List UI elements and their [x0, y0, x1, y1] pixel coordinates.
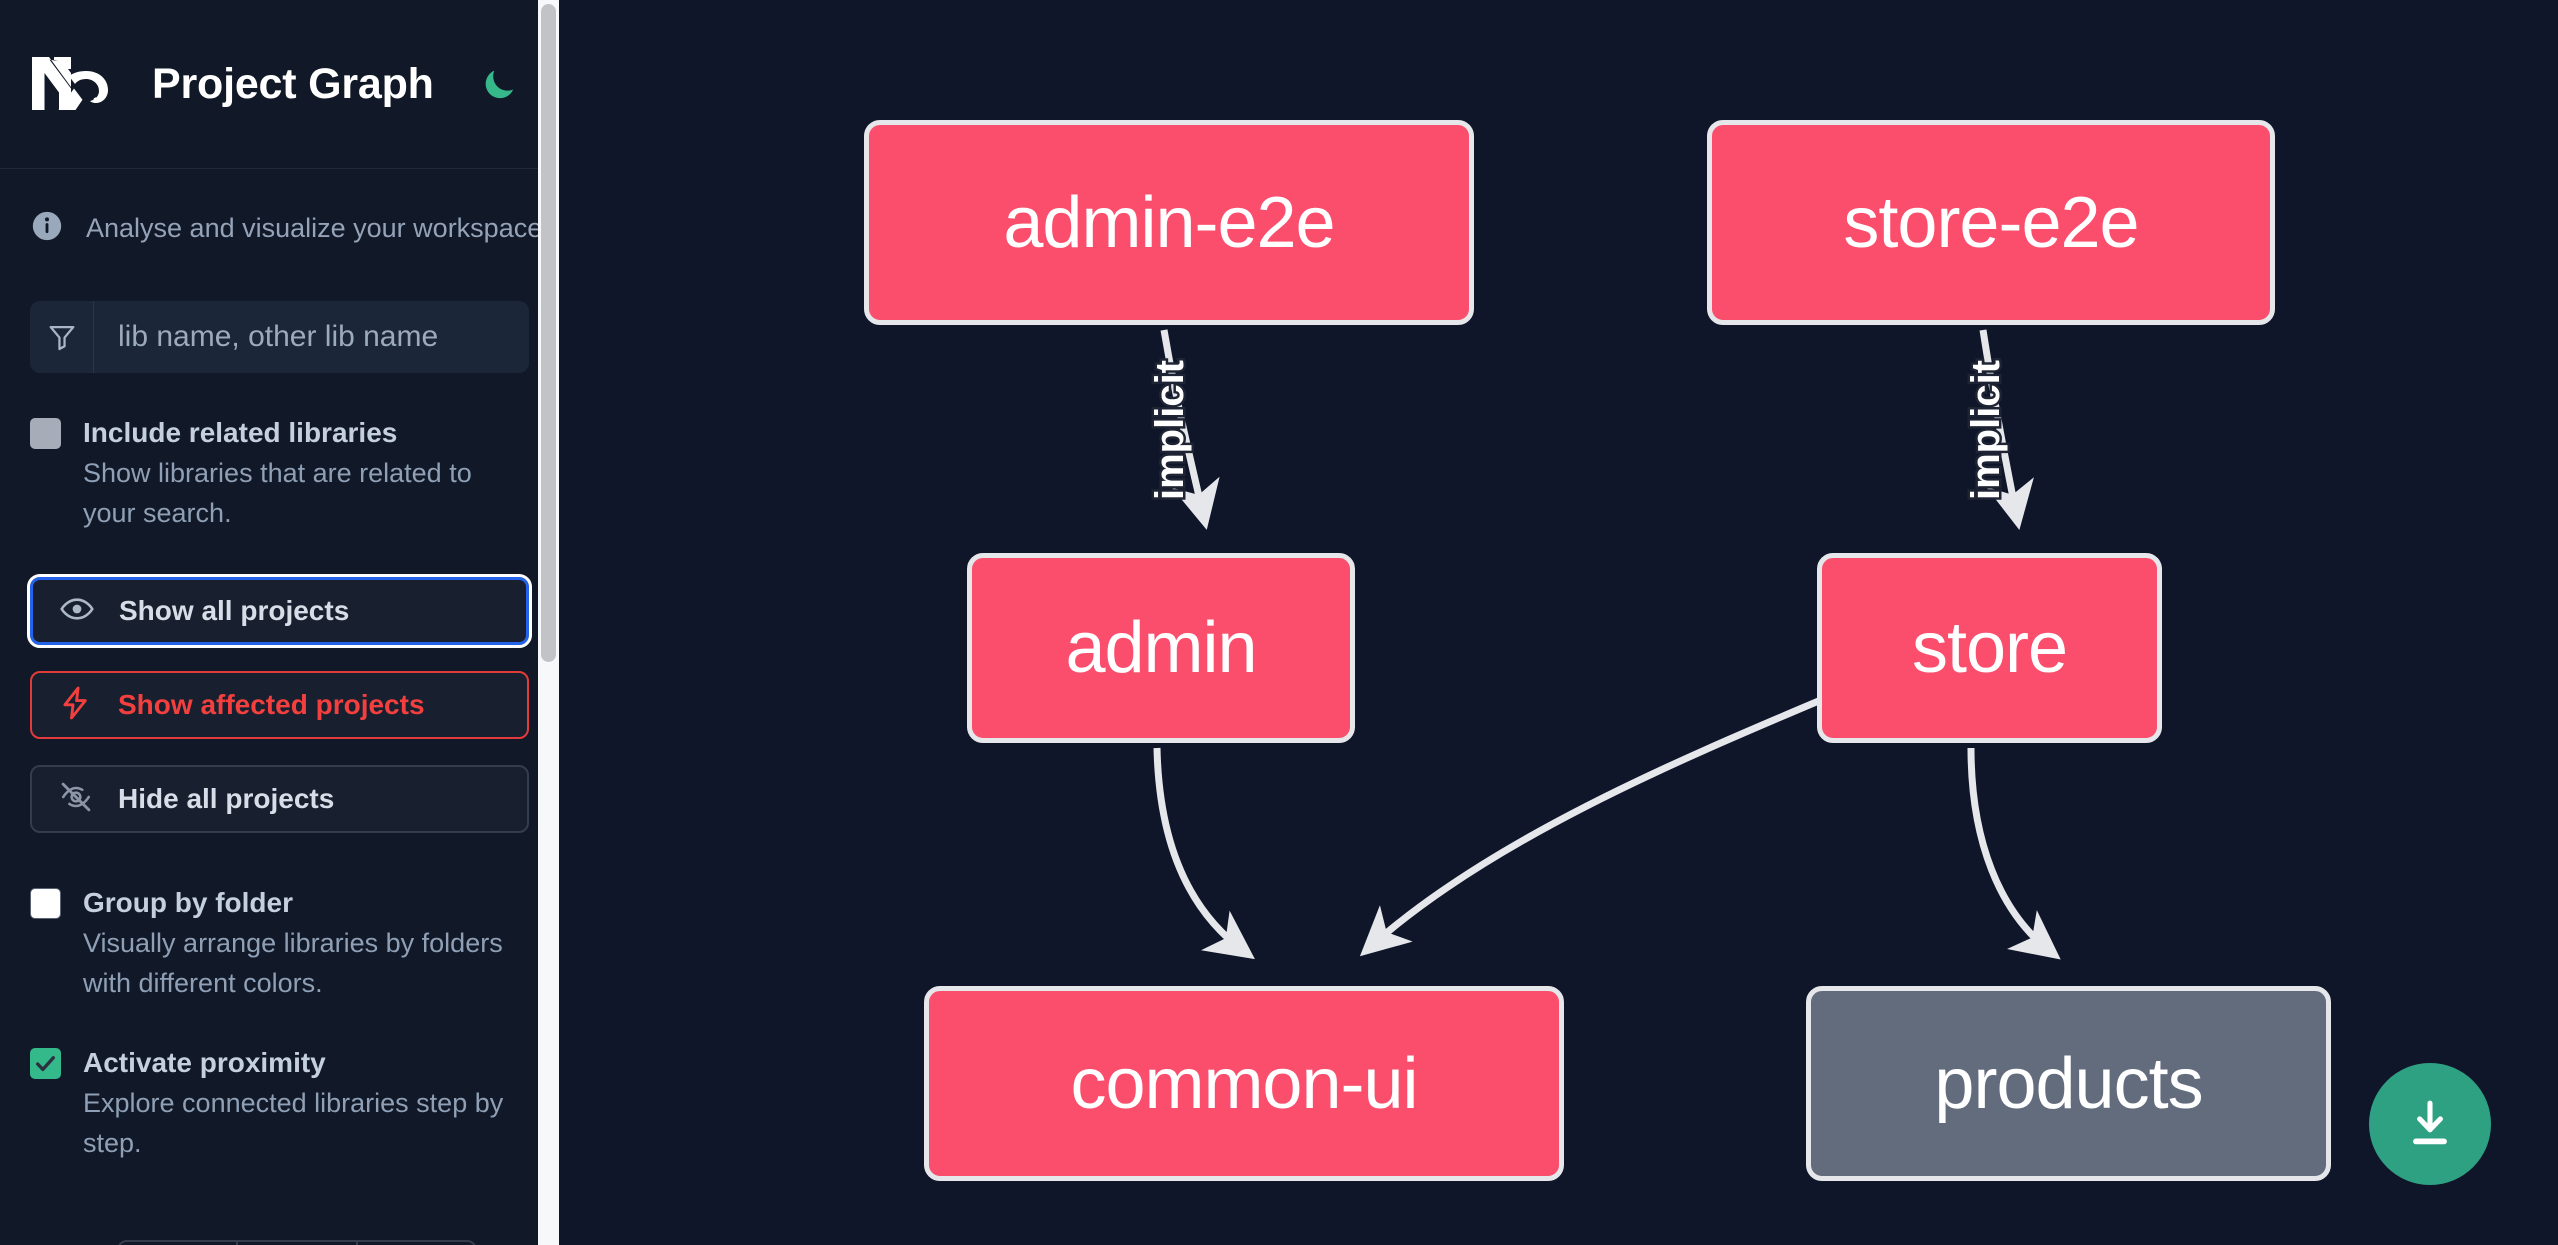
graph-node-admin-e2e[interactable]: admin-e2e	[864, 120, 1474, 325]
download-icon	[2413, 1100, 2447, 1145]
info-icon	[30, 209, 64, 248]
option-description: Visually arrange libraries by folders wi…	[83, 928, 503, 998]
option-description: Explore connected libraries step by step…	[83, 1088, 504, 1158]
display-mode-segmented-control[interactable]	[117, 1240, 477, 1245]
checkbox-include-related-libraries[interactable]	[30, 418, 61, 449]
checkbox-group-by-folder[interactable]	[30, 888, 61, 919]
search-box[interactable]	[30, 301, 529, 373]
edge-admin-to-common-ui	[1153, 747, 1255, 960]
sidebar-scrollbar[interactable]	[538, 0, 559, 1245]
option-activate-proximity[interactable]: Activate proximity Explore connected lib…	[30, 1043, 529, 1163]
edge-store-to-products	[1967, 747, 2061, 960]
checkbox-activate-proximity[interactable]	[30, 1048, 61, 1079]
graph-edges: implicit implicit	[1146, 329, 2061, 960]
graph-node-common-ui[interactable]: common-ui	[924, 986, 1564, 1181]
sidebar-header: Project Graph	[0, 0, 559, 169]
option-group-by-folder[interactable]: Group by folder Visually arrange librari…	[30, 883, 529, 1003]
lightning-bolt-icon	[58, 685, 94, 726]
tagline-row: Analyse and visualize your workspace.	[30, 169, 550, 248]
node-label: products	[1934, 1043, 2203, 1124]
tagline-text: Analyse and visualize your workspace.	[86, 213, 550, 243]
node-label: store	[1911, 608, 2068, 688]
edge-store-e2e-to-store	[1979, 329, 2034, 531]
eye-icon	[59, 591, 95, 632]
node-label: admin-e2e	[1003, 182, 1335, 263]
moon-icon[interactable]	[476, 61, 522, 107]
show-affected-projects-label: Show affected projects	[118, 689, 425, 720]
page-title: Project Graph	[152, 59, 434, 108]
option-title: Activate proximity	[83, 1047, 326, 1078]
svg-text:implicit: implicit	[1148, 360, 1192, 500]
option-title: Group by folder	[83, 887, 293, 918]
filter-funnel-icon	[30, 301, 94, 373]
edge-admin-e2e-to-admin	[1160, 329, 1220, 530]
sidebar-body: Analyse and visualize your workspace. In…	[0, 169, 559, 1163]
eye-off-icon	[58, 779, 94, 820]
sidebar-scrollbar-thumb[interactable]	[541, 4, 556, 662]
graph-node-store[interactable]: store	[1817, 553, 2162, 743]
svg-text:implicit: implicit	[1964, 360, 2008, 500]
edge-store-to-common-ui	[1359, 696, 1823, 957]
option-include-related-libraries[interactable]: Include related libraries Show libraries…	[30, 413, 529, 533]
segment-1[interactable]	[119, 1242, 239, 1245]
edge-label-implicit-admin: implicit	[1146, 357, 1195, 502]
node-label: common-ui	[1070, 1043, 1418, 1124]
download-button[interactable]	[2369, 1063, 2491, 1185]
hide-all-projects-label: Hide all projects	[118, 783, 335, 814]
search-input[interactable]	[94, 301, 529, 373]
edge-label-implicit-store: implicit	[1962, 357, 2011, 502]
option-title: Include related libraries	[83, 417, 398, 448]
node-label: admin	[1065, 608, 1257, 688]
segment-2[interactable]	[238, 1242, 358, 1245]
show-all-projects-button[interactable]: Show all projects	[27, 574, 532, 648]
sidebar: Project Graph Analyse and visualize your…	[0, 0, 559, 1245]
show-affected-projects-button[interactable]: Show affected projects	[30, 671, 529, 739]
graph-canvas[interactable]: implicit implicit admin-e2e store-e2e ad…	[559, 0, 2558, 1245]
graph-node-store-e2e[interactable]: store-e2e	[1707, 120, 2275, 325]
show-all-projects-label: Show all projects	[119, 595, 350, 626]
hide-all-projects-button[interactable]: Hide all projects	[30, 765, 529, 833]
option-description: Show libraries that are related to your …	[83, 458, 472, 528]
graph-node-products[interactable]: products	[1806, 986, 2331, 1181]
nx-logo-icon	[30, 53, 126, 115]
node-label: store-e2e	[1843, 182, 2139, 263]
graph-node-admin[interactable]: admin	[967, 553, 1355, 743]
